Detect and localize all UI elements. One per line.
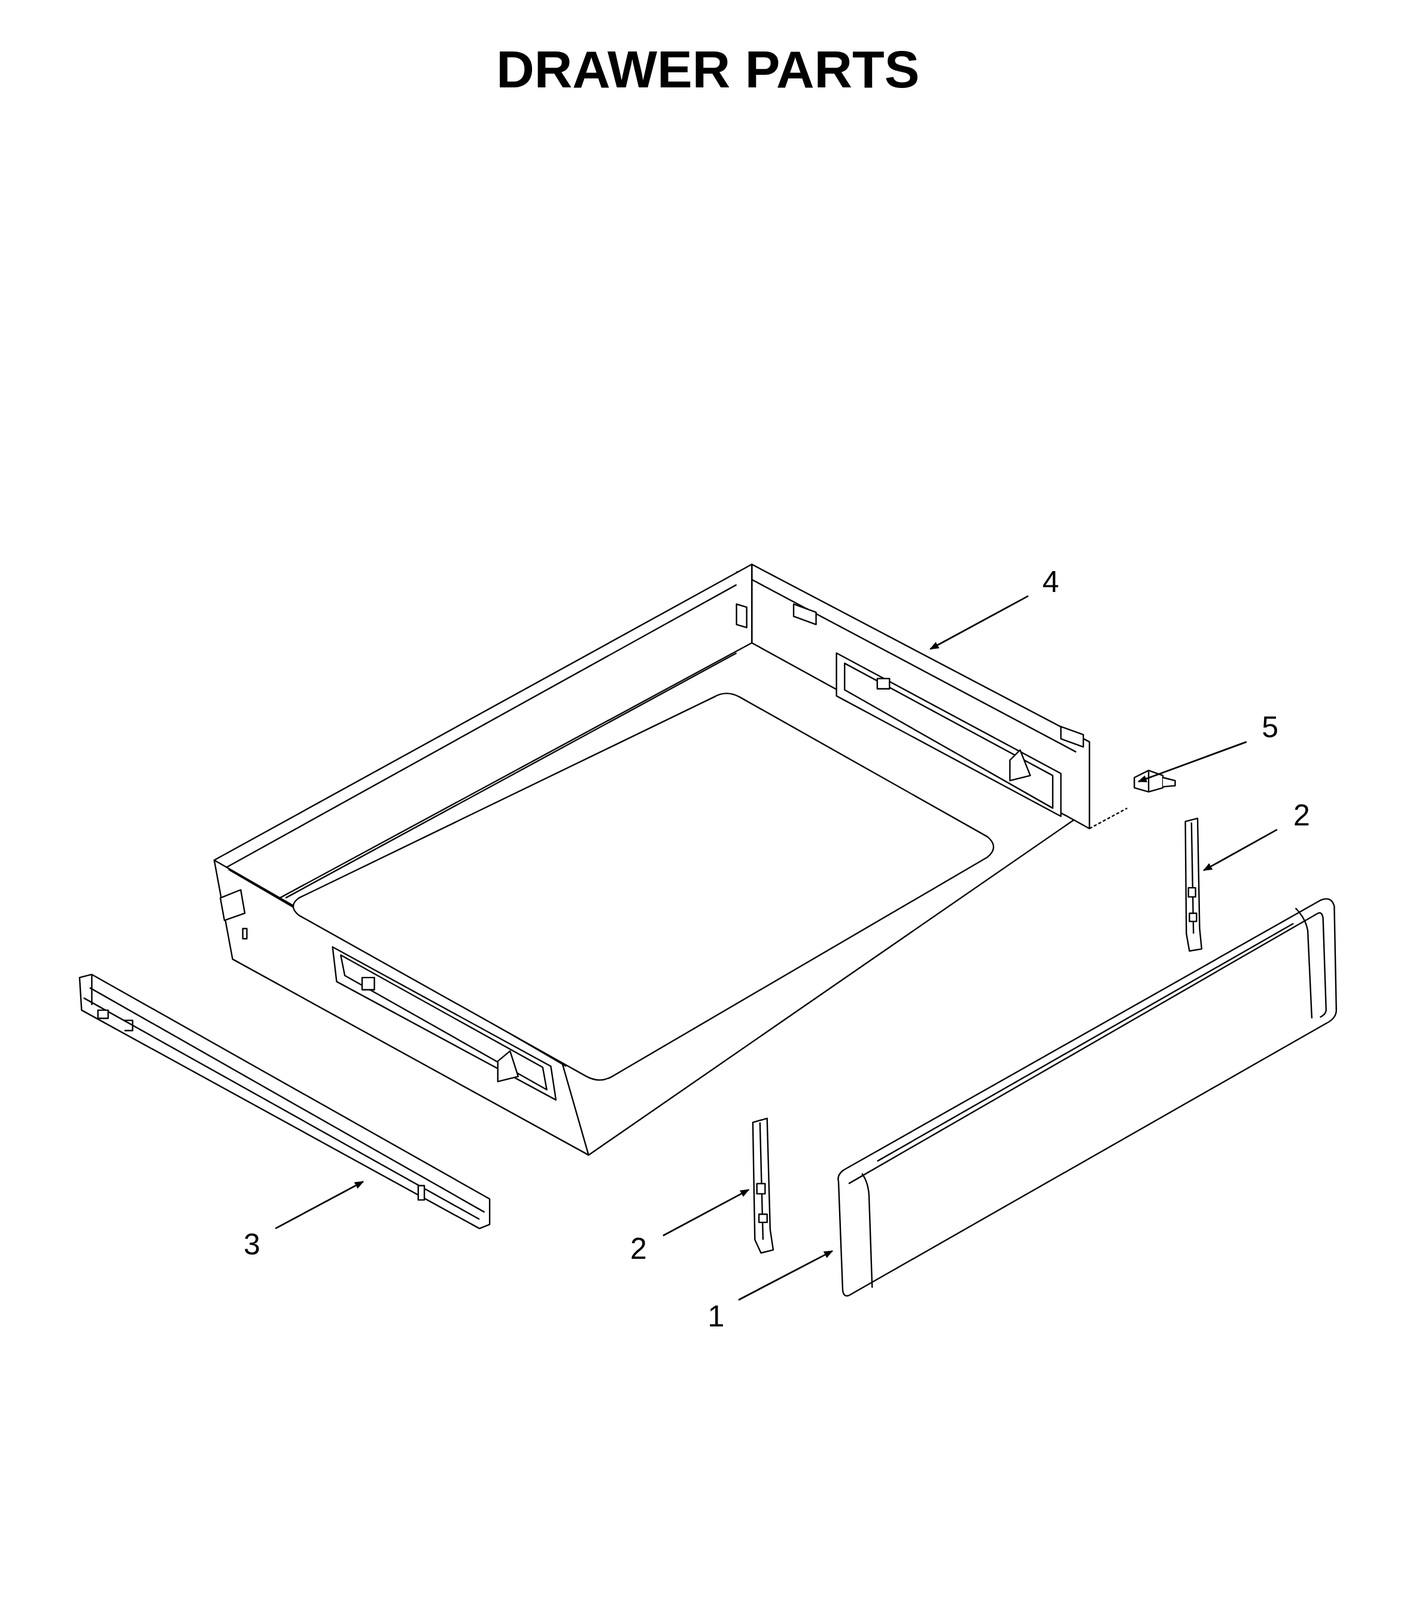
leader-lines [275,596,1278,1300]
callout-number: 1 [705,1301,728,1332]
callout-number: 2 [1290,800,1313,831]
callout-number: 3 [241,1229,263,1260]
page-title: DRAWER PARTS [496,38,920,100]
callout-number: 5 [1259,712,1281,743]
callout-number: 4 [1040,566,1062,597]
callout-number: 2 [627,1233,650,1264]
